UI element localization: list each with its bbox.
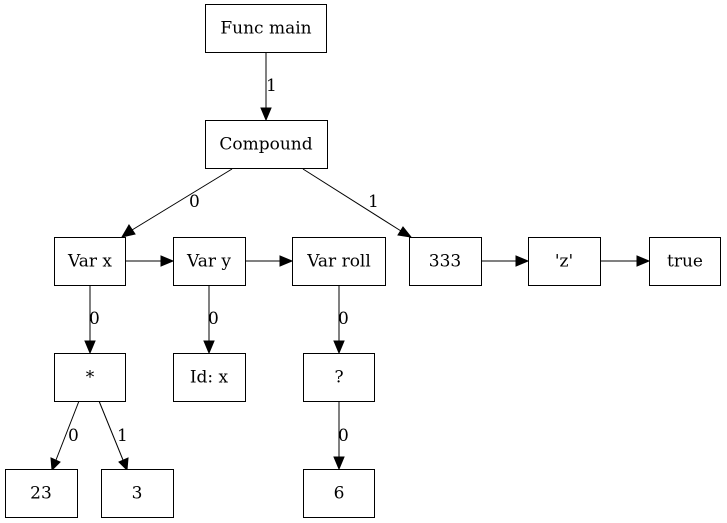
edge-mul-23: 0 [50,400,80,472]
node-label-var-x: Var x [67,252,112,272]
edge-vary-varroll [246,255,294,267]
node-label-q: ? [334,368,343,388]
node-label-3: 3 [132,484,143,504]
edge-compound-333: 1 [302,168,413,238]
edge-varx-mul: 0 [84,286,100,355]
node-q: ? [303,353,375,402]
node-mul: * [54,353,126,402]
edge-label-varroll-q: 0 [338,309,349,329]
edge-label-compound-333: 1 [368,192,379,212]
edge-q-6: 0 [333,401,349,471]
edge-z-true [601,255,651,267]
edge-label-varx-mul: 0 [89,309,100,329]
node-label-z: 'z' [555,252,573,272]
node-label-23: 23 [30,484,52,504]
edge-label-mul-3: 1 [117,426,128,446]
edge-333-z [482,255,530,267]
node-compound: Compound [205,120,328,169]
edge-label-vary-idx: 0 [208,309,219,329]
node-func-main: Func main [205,4,327,53]
edge-label-mul-23: 0 [68,426,79,446]
node-id-x: Id: x [173,353,246,402]
node-label-var-y: Var y [186,252,231,272]
node-z: 'z' [528,237,601,286]
edge-main-compound: 1 [260,53,277,122]
node-23: 23 [5,469,78,518]
edge-varx-vary [126,255,175,267]
node-label-true: true [667,252,703,272]
node-label-id-x: Id: x [190,368,229,388]
edge-label-compound-varx: 0 [189,192,200,212]
node-var-y: Var y [173,237,246,286]
node-3: 3 [101,469,174,518]
edge-vary-idx: 0 [203,286,219,355]
edge-varroll-q: 0 [333,286,349,355]
node-label-func-main: Func main [220,19,311,39]
node-true: true [649,237,721,286]
node-label-6: 6 [334,484,345,504]
node-label-var-roll: Var roll [306,252,371,272]
node-label-333: 333 [429,252,461,272]
edge-compound-varx: 0 [120,168,233,238]
node-label-mul: * [86,368,95,388]
node-333: 333 [409,237,482,286]
node-label-compound: Compound [219,135,312,155]
node-6: 6 [303,469,375,518]
node-var-x: Var x [54,237,126,286]
node-var-roll: Var roll [292,237,386,286]
edge-mul-3: 1 [98,400,129,472]
edge-label-main-compound: 1 [266,76,277,96]
edge-label-q-6: 0 [338,426,349,446]
